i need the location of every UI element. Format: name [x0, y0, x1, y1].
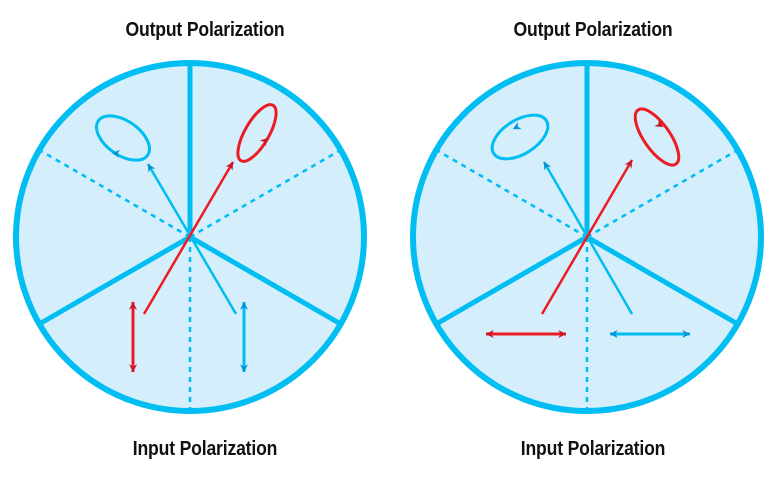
right-red-ray-arrow: [540, 159, 634, 315]
right-dashed-axes: [435, 148, 739, 411]
right-output-title: Output Polarization: [513, 19, 673, 41]
right-red-elliptical-polarization-icon: [633, 107, 681, 167]
left-solid-axes: [38, 63, 342, 327]
right-blue-elliptical-polarization-icon: [490, 113, 550, 161]
right-solid-axes: [435, 63, 739, 327]
right-input-caption: Input Polarization: [520, 438, 666, 460]
right-waveplate-diagram: [410, 60, 764, 414]
right-blue-ray-arrow: [542, 161, 634, 315]
left-output-title: Output Polarization: [125, 19, 285, 41]
left-input-caption: Input Polarization: [132, 438, 278, 460]
left-red-ray-arrow: [142, 161, 235, 315]
left-dashed-axes: [38, 148, 342, 411]
left-waveplate-diagram: [13, 60, 367, 414]
left-blue-ray-arrow: [146, 163, 238, 315]
